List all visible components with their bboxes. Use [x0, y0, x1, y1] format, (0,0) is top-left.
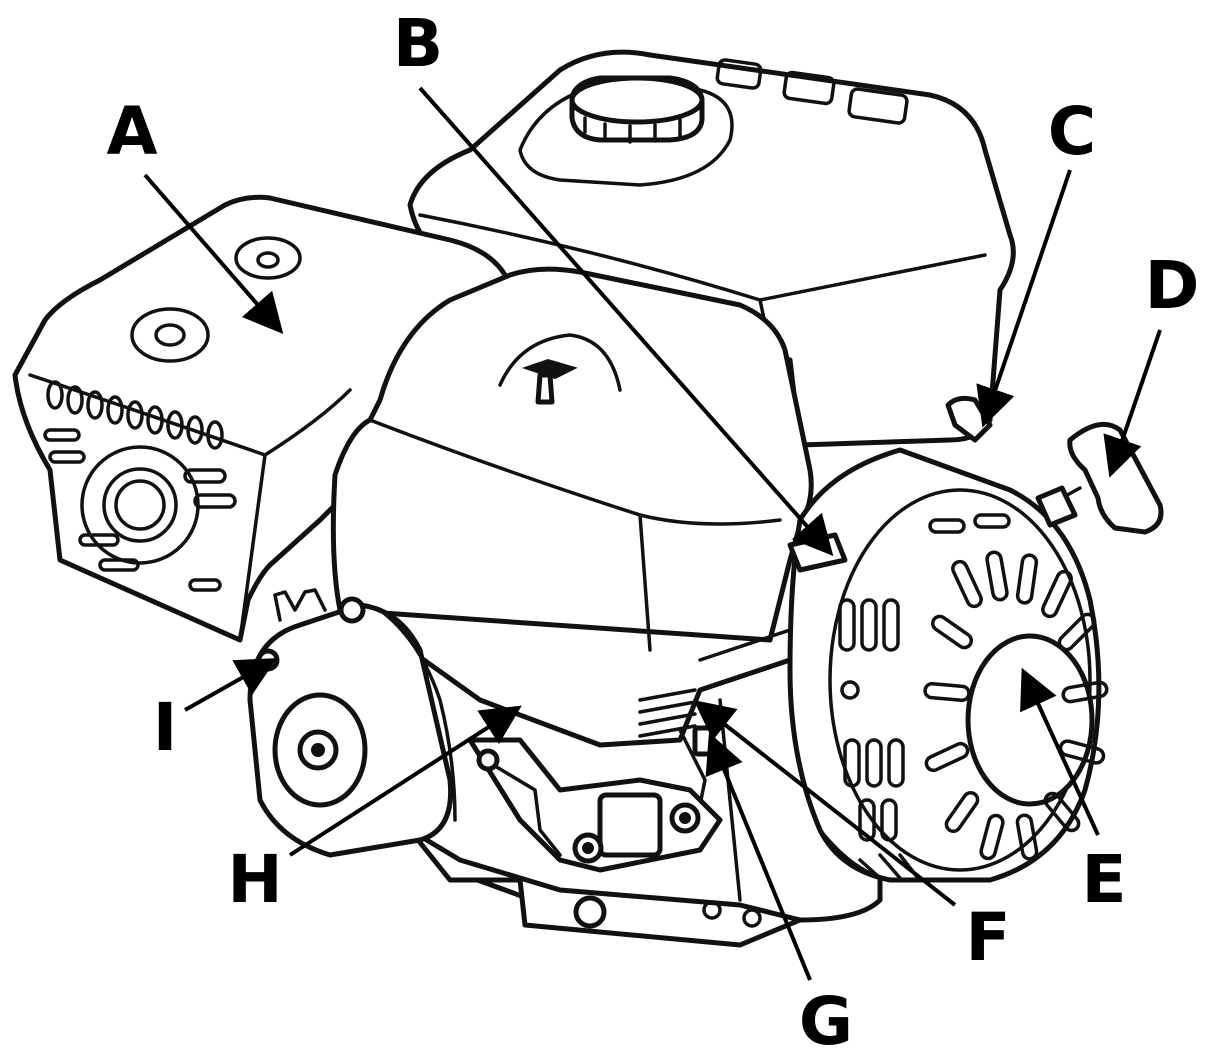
callout-label-b: B — [392, 5, 444, 82]
leader-i — [184, 658, 277, 712]
callout-label-d: D — [1144, 247, 1200, 324]
crankshaft-cover — [247, 588, 457, 858]
leader-b — [418, 86, 834, 556]
recoil-starter — [787, 447, 1109, 883]
starter-handle — [1035, 421, 1164, 535]
muffler-vent-slots — [46, 380, 224, 450]
callout-label-c: C — [1047, 93, 1097, 170]
callout-label-h: H — [227, 841, 283, 918]
starter-vent-slots — [923, 550, 1109, 861]
fuel-cap — [569, 75, 705, 144]
leader-h — [288, 705, 522, 857]
leader-a — [143, 173, 284, 335]
callout-label-a: A — [106, 93, 158, 170]
leader-c — [976, 169, 1072, 428]
callout-label-e: E — [1081, 841, 1127, 918]
callout-label-g: G — [798, 983, 854, 1060]
leader-lines — [143, 86, 1162, 981]
leader-g — [705, 732, 812, 981]
leader-e — [1020, 667, 1100, 836]
leader-d — [1103, 329, 1162, 478]
callout-label-i: I — [152, 689, 178, 766]
starter-side-louvres — [838, 513, 1011, 842]
carburetor — [467, 737, 723, 873]
engine-base — [407, 827, 803, 948]
callout-label-f: F — [965, 899, 1011, 976]
